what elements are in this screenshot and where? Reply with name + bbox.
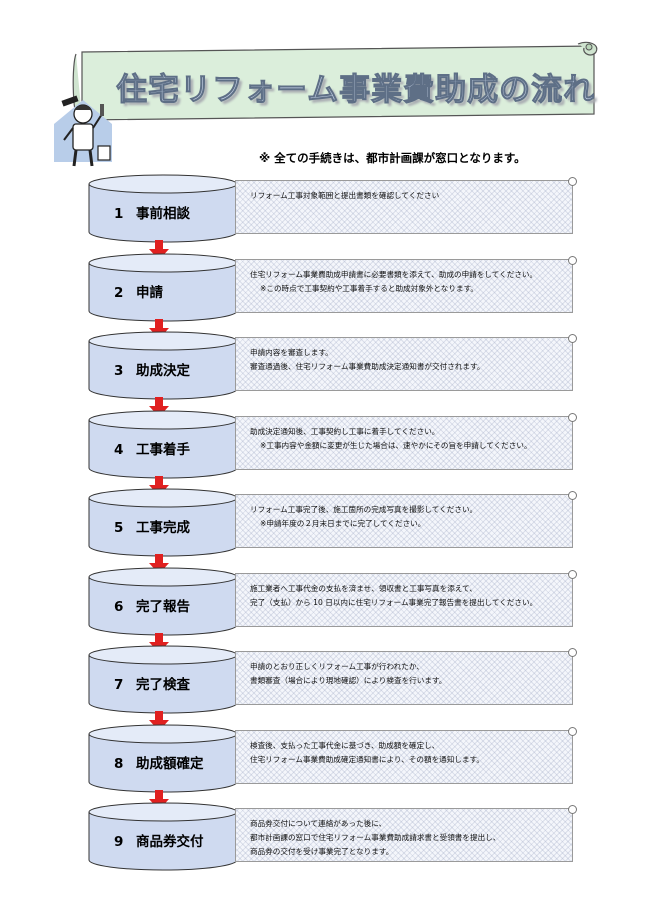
step-number: 4: [114, 442, 136, 458]
description-line: 住宅リフォーム事業費助成確定通知書により、その額を通知します。: [250, 753, 566, 767]
step-title: 完了検査: [136, 677, 190, 693]
step-number: 7: [114, 677, 136, 693]
description-line: 検査後、支払った工事代金に基づき、助成額を確定し、: [250, 739, 566, 753]
flow-step-2: 2申請住宅リフォーム事業費助成申請書に必要書類を添えて、助成の申請をしてください…: [88, 253, 578, 325]
step-description: 助成決定通知後、工事契約し工事に着手してください。※工事内容や金額に変更が生じた…: [250, 425, 566, 453]
description-line: 都市計画課の窓口で住宅リフォーム事業費助成請求書と受領書を提出し、: [250, 831, 566, 845]
step-title: 商品券交付: [136, 834, 204, 850]
scroll-curl-icon: [568, 177, 577, 186]
scroll-curl-icon: [568, 256, 577, 265]
step-description-box: 検査後、支払った工事代金に基づき、助成額を確定し、住宅リフォーム事業費助成確定通…: [235, 730, 573, 784]
procedure-note: ※ 全ての手続きは、都市計画課が窓口となります。: [259, 150, 526, 166]
description-line: ※申請年度の２月末日までに完了してください。: [250, 517, 566, 531]
step-description: 申請内容を審査します。審査通過後、住宅リフォーム事業費助成決定通知書が交付されま…: [250, 346, 566, 374]
step-description: 申請のとおり正しくリフォーム工事が行われたか、書類審査（場合により現地確認）によ…: [250, 660, 566, 688]
scroll-curl-icon: [568, 727, 577, 736]
step-description-box: 申請のとおり正しくリフォーム工事が行われたか、書類審査（場合により現地確認）によ…: [235, 651, 573, 705]
step-number: 2: [114, 285, 136, 301]
step-number: 6: [114, 599, 136, 615]
step-title: 申請: [136, 285, 163, 301]
scroll-curl-icon: [568, 570, 577, 579]
step-number: 8: [114, 756, 136, 772]
step-description: 商品券交付について連絡があった後に、都市計画課の窓口で住宅リフォーム事業費助成請…: [250, 817, 566, 859]
scroll-curl-icon: [568, 491, 577, 500]
description-line: ※この時点で工事契約や工事着手すると助成対象外となります。: [250, 282, 566, 296]
description-line: 申請のとおり正しくリフォーム工事が行われたか、: [250, 660, 566, 674]
scroll-curl-icon: [568, 334, 577, 343]
step-description: 検査後、支払った工事代金に基づき、助成額を確定し、住宅リフォーム事業費助成確定通…: [250, 739, 566, 767]
scroll-curl-icon: [568, 413, 577, 422]
step-title: 助成額確定: [136, 756, 204, 772]
step-description-box: 施工業者へ工事代金の支払を済ませ、領収書と工事写真を添えて、完了（支払）から 1…: [235, 573, 573, 627]
step-description-box: リフォーム工事完了後、施工箇所の完成写真を撮影してください。※申請年度の２月末日…: [235, 494, 573, 548]
description-line: リフォーム工事完了後、施工箇所の完成写真を撮影してください。: [250, 503, 566, 517]
step-description-box: 商品券交付について連絡があった後に、都市計画課の窓口で住宅リフォーム事業費助成請…: [235, 808, 573, 862]
page-title: 住宅リフォーム事業費助成の流れ: [116, 64, 576, 104]
step-number: 9: [114, 834, 136, 850]
description-line: 完了（支払）から 10 日以内に住宅リフォーム事業完了報告書を提出してください。: [250, 596, 566, 610]
step-title: 工事着手: [136, 442, 190, 458]
scroll-curl-icon: [568, 648, 577, 657]
description-line: ※工事内容や金額に変更が生じた場合は、速やかにその旨を申請してください。: [250, 439, 566, 453]
step-title: 完了報告: [136, 599, 190, 615]
step-title: 事前相談: [136, 206, 190, 222]
description-line: 商品券交付について連絡があった後に、: [250, 817, 566, 831]
step-number: 1: [114, 206, 136, 222]
description-line: 住宅リフォーム事業費助成申請書に必要書類を添えて、助成の申請をしてください。: [250, 268, 566, 282]
step-title: 工事完成: [136, 520, 190, 536]
title-banner: 住宅リフォーム事業費助成の流れ: [72, 40, 600, 128]
description-line: 審査通過後、住宅リフォーム事業費助成決定通知書が交付されます。: [250, 360, 566, 374]
description-line: 助成決定通知後、工事契約し工事に着手してください。: [250, 425, 566, 439]
step-number: 5: [114, 520, 136, 536]
step-title: 助成決定: [136, 363, 190, 379]
step-description-box: 住宅リフォーム事業費助成申請書に必要書類を添えて、助成の申請をしてください。※こ…: [235, 259, 573, 313]
description-line: 申請内容を審査します。: [250, 346, 566, 360]
step-description-box: リフォーム工事対象範囲と提出書類を確認してください: [235, 180, 573, 234]
description-line: 書類審査（場合により現地確認）により検査を行います。: [250, 674, 566, 688]
step-number: 3: [114, 363, 136, 379]
description-line: リフォーム工事対象範囲と提出書類を確認してください: [250, 189, 566, 203]
step-description: 施工業者へ工事代金の支払を済ませ、領収書と工事写真を添えて、完了（支払）から 1…: [250, 582, 566, 610]
step-description-box: 申請内容を審査します。審査通過後、住宅リフォーム事業費助成決定通知書が交付されま…: [235, 337, 573, 391]
scroll-curl-icon: [568, 805, 577, 814]
step-description: 住宅リフォーム事業費助成申請書に必要書類を添えて、助成の申請をしてください。※こ…: [250, 268, 566, 296]
step-description-box: 助成決定通知後、工事契約し工事に着手してください。※工事内容や金額に変更が生じた…: [235, 416, 573, 470]
description-line: 施工業者へ工事代金の支払を済ませ、領収書と工事写真を添えて、: [250, 582, 566, 596]
step-description: リフォーム工事完了後、施工箇所の完成写真を撮影してください。※申請年度の２月末日…: [250, 503, 566, 531]
description-line: 商品券の交付を受け事業完了となります。: [250, 845, 566, 859]
step-description: リフォーム工事対象範囲と提出書類を確認してください: [250, 189, 566, 203]
painter-mascot-icon: [48, 84, 118, 170]
